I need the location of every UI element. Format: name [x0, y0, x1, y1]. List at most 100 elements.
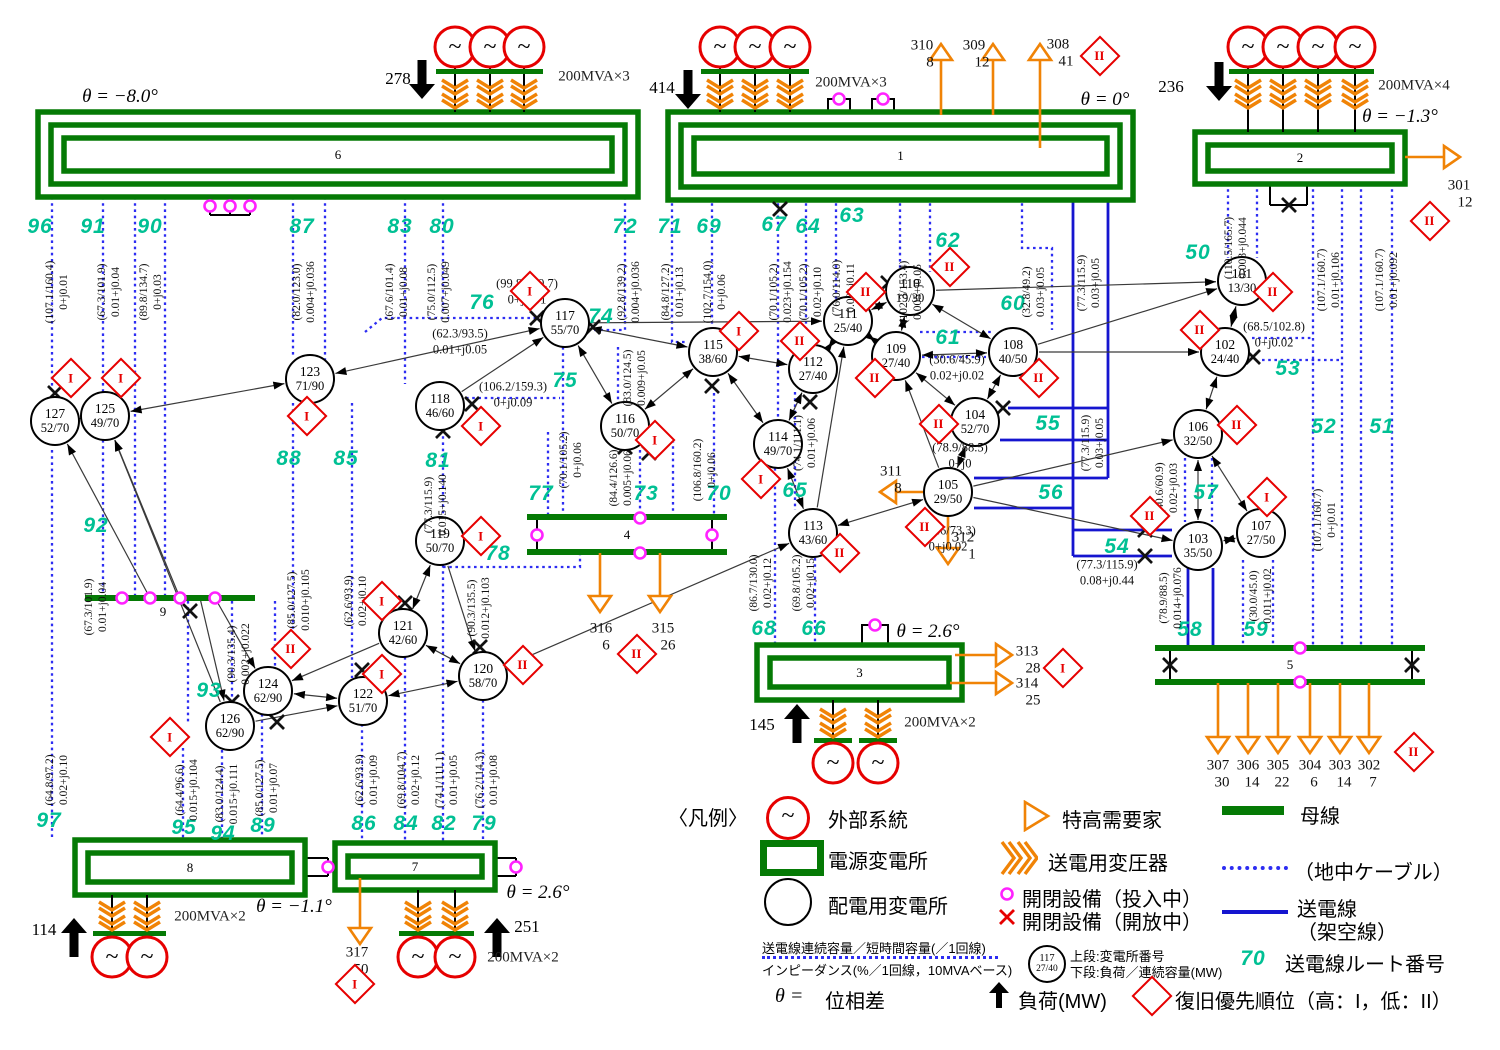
edge-1 [130, 383, 285, 412]
node-load: 38/60 [698, 351, 728, 366]
route-number-73: 73 [633, 482, 659, 505]
arrowhead [921, 350, 934, 359]
priority-rank: II [919, 519, 931, 534]
switch-closed-icon [321, 860, 335, 874]
priority-rank: I [478, 528, 484, 543]
switch-open-icon [1162, 657, 1178, 673]
edge-42 [973, 496, 1173, 542]
node-load: 25/40 [833, 320, 863, 335]
demand-arrow-307 [1204, 735, 1232, 756]
bus-6-ring-2 [61, 135, 615, 174]
generator-tilde: ~ [106, 944, 119, 970]
route-number-71: 71 [657, 215, 683, 238]
line-label: (102.7/154.0)0+j0.06 [702, 260, 728, 324]
route-number-53: 53 [1275, 357, 1301, 380]
node-id: 105 [937, 477, 959, 493]
transformer-icon [510, 98, 538, 110]
transformer-icon [864, 721, 892, 733]
generator-tilde: ~ [1312, 34, 1325, 60]
priority-rank: I [68, 370, 74, 385]
switch-closed-icon [705, 528, 719, 542]
route-number-88: 88 [276, 447, 302, 470]
demand-value-301: 12 [1457, 194, 1473, 211]
edge-35 [388, 680, 458, 697]
theta-label-1: θ = 0° [1080, 89, 1130, 110]
node-103: 103 35/50 [1173, 521, 1223, 571]
generator-tilde: ~ [141, 944, 154, 970]
mva-label-3: 200MVA×2 [904, 714, 976, 731]
line-label: (70.1/105.2)0+j0.06 [558, 431, 584, 489]
route-number-54: 54 [1104, 535, 1130, 558]
line-label: (69.8/104.7)0.02+j0.12 [396, 751, 422, 809]
gen-bar [859, 738, 897, 743]
mva-label-5: 200MVA×2 [487, 949, 559, 966]
line-label: (62.6/93.9)0.01+j0.09 [354, 754, 380, 806]
transformer-icon [1269, 78, 1297, 90]
edge-4 [577, 345, 613, 404]
gen-bar [1264, 69, 1302, 74]
line-label: (30.6/45.9)0.02+j0.02 [929, 352, 985, 382]
arrowhead [899, 318, 908, 331]
node-105: 105 29/50 [923, 467, 973, 517]
generator-tilde: ~ [1277, 34, 1290, 60]
bus-4-top [527, 514, 727, 520]
route-number-56: 56 [1038, 481, 1064, 504]
arrowhead [1205, 397, 1214, 410]
transformer-icon [776, 92, 804, 104]
transformer-icon [864, 713, 892, 725]
arrowhead [957, 446, 966, 458]
transformer-icon [476, 98, 504, 110]
node-load: 27/40 [798, 368, 828, 383]
transformer-icon [441, 98, 469, 110]
line-label: (67.3/101.9)0.01+j0.04 [96, 263, 122, 321]
line-label: (107.1/160.7)0.01+j0.106 [1316, 248, 1342, 312]
bus-3-label: 3 [856, 664, 863, 680]
generator-icon [768, 25, 812, 69]
route-number-97: 97 [36, 809, 62, 832]
generator-tilde: ~ [484, 34, 497, 60]
edge-39 [506, 542, 790, 667]
switch-open-icon [802, 394, 818, 410]
node-id: 127 [44, 406, 66, 422]
demand-value-315: 26 [660, 637, 676, 654]
node-id: 126 [219, 711, 241, 727]
edge-6 [590, 327, 688, 348]
priority-rank: I [1060, 660, 1066, 675]
mva-label-1: 200MVA×3 [815, 74, 887, 91]
load-arrow-head [1206, 86, 1232, 101]
route-number-65: 65 [782, 479, 808, 502]
gen-bar [1336, 69, 1374, 74]
transformer-icon [1234, 78, 1262, 90]
route-number-92: 92 [83, 514, 109, 537]
generator-tilde: ~ [449, 944, 462, 970]
arrowhead [682, 368, 694, 379]
cable-49 [443, 554, 582, 569]
line-label: (86.7/130.0)0.02+j0.12 [748, 554, 774, 612]
legend-source-substation: 電源変電所 [828, 851, 928, 873]
gen-bar [128, 931, 166, 936]
priority-rank: II [1033, 370, 1045, 385]
priority-rank: II [860, 284, 872, 299]
demand-value-312: 1 [968, 546, 976, 563]
transformer-icon [476, 78, 504, 90]
generator-tilde: ~ [518, 34, 531, 60]
arrowhead [987, 387, 997, 400]
transformer-icon [510, 84, 538, 96]
line-label: (90.3/135.4)0.002+j0.022 [226, 623, 252, 685]
load-arrow-shaft [1214, 62, 1224, 86]
node-id: 112 [803, 354, 823, 370]
demand-arrow-309 [979, 41, 1007, 62]
priority-rank: II [1267, 284, 1279, 299]
node-id: 111 [838, 306, 858, 322]
transformer-icon [441, 900, 469, 912]
transformer-icon [441, 920, 469, 932]
line-label: (106.2/159.3)0+j0.09 [478, 379, 548, 409]
demand-value-314: 25 [1025, 692, 1041, 709]
route-number-83: 83 [387, 215, 413, 238]
line-label: (67.6/101.4)0.01+j0.08 [384, 263, 410, 321]
node-id: 124 [257, 676, 279, 692]
arrowhead [1194, 460, 1202, 471]
transformer-icon [776, 98, 804, 110]
switch-closed-icon [143, 591, 157, 605]
